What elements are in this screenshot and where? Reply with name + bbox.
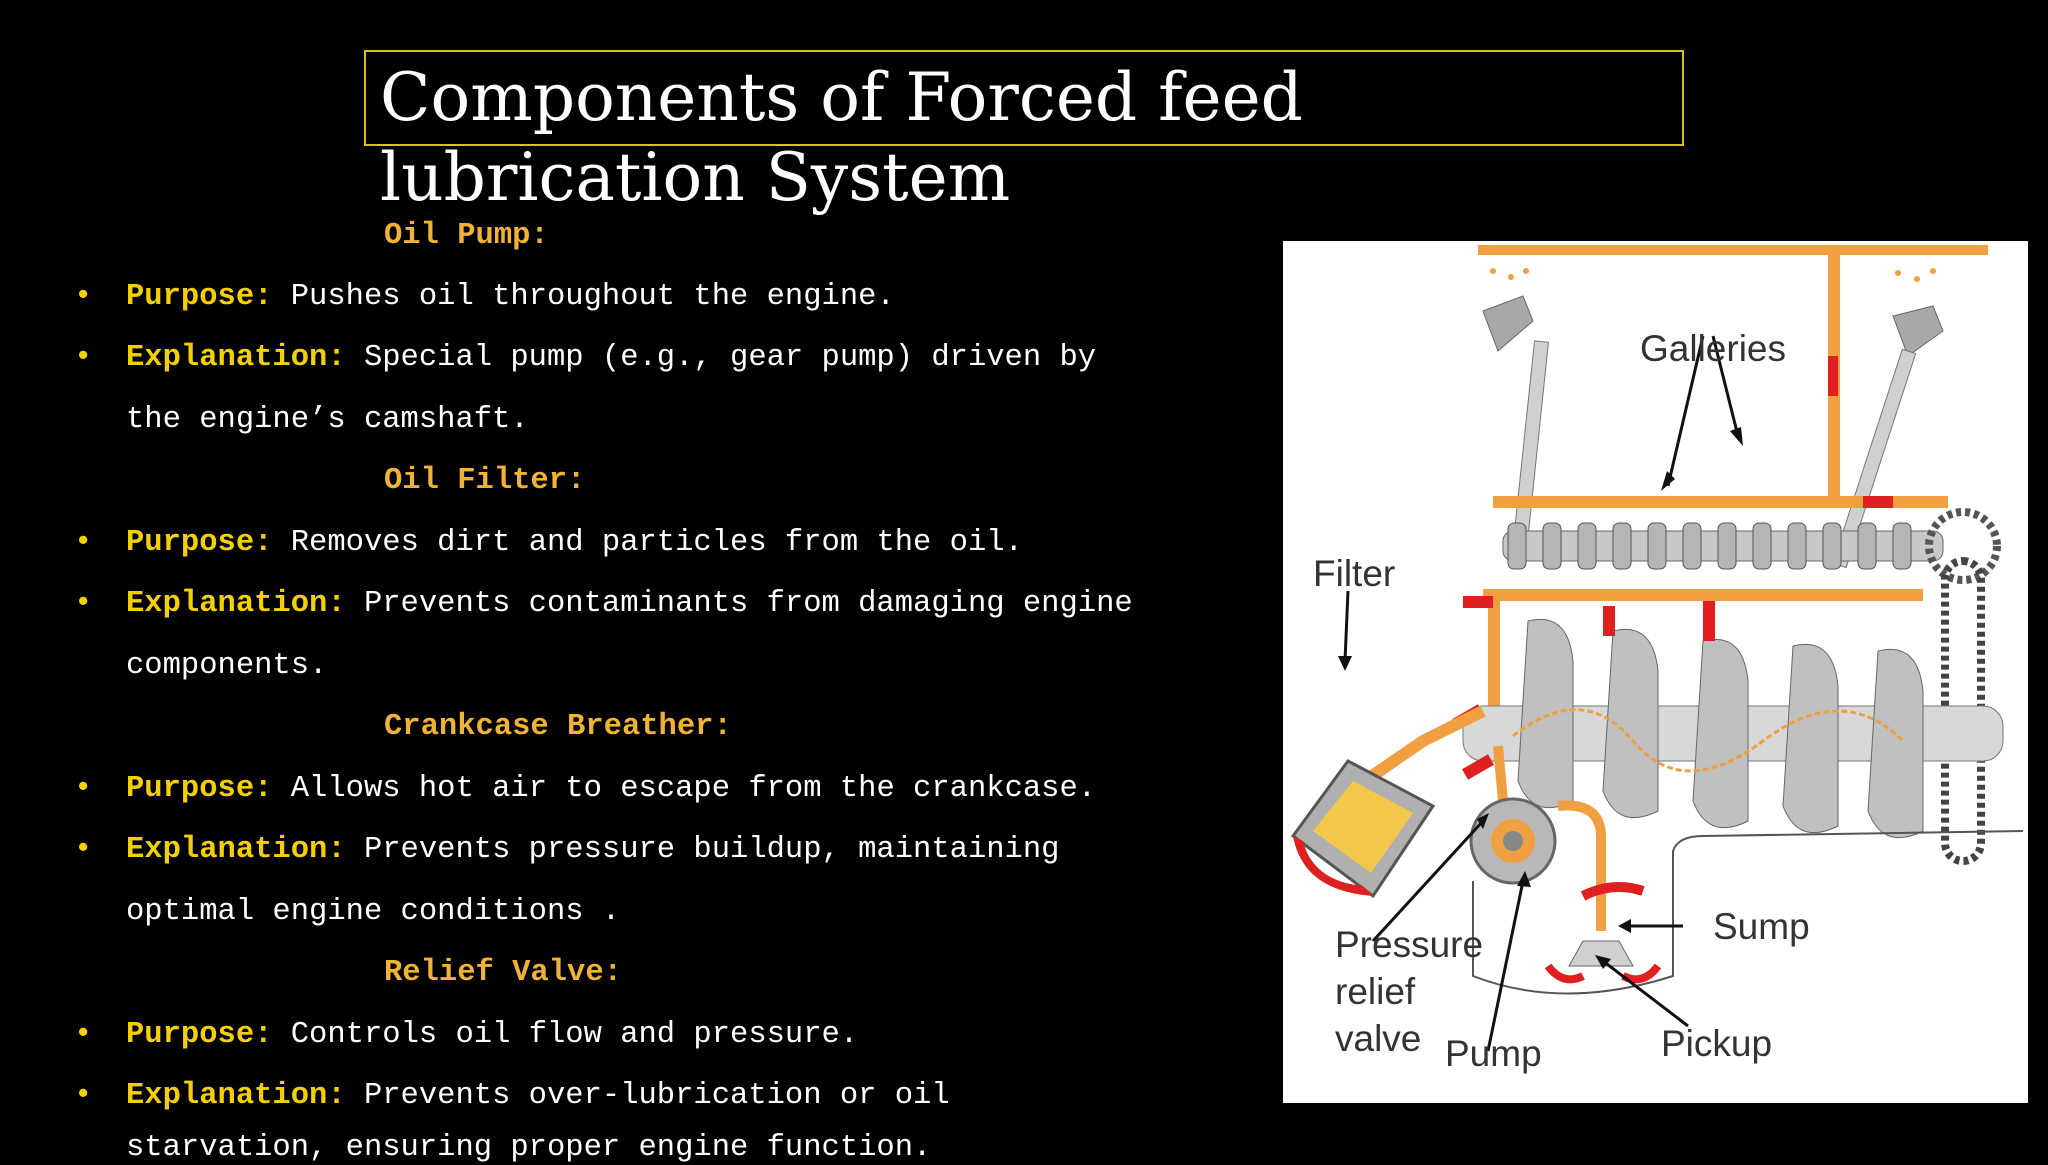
explanation-text: Prevents pressure buildup, maintaining <box>363 833 1060 867</box>
purpose-text: Removes dirt and particles from the oil. <box>290 526 1023 560</box>
bullet-dot: • <box>74 587 93 621</box>
bullet-explanation: • Explanation: Special pump (e.g., gear p… <box>74 341 1096 375</box>
label-valve: valve <box>1335 1018 1421 1059</box>
hot-oil-marker <box>1580 882 1645 901</box>
bullet-dot: • <box>74 772 93 806</box>
purpose-key: Purpose: <box>126 772 273 806</box>
hot-oil-marker <box>1863 496 1893 508</box>
purpose-text: Controls oil flow and pressure. <box>290 1018 859 1052</box>
label-pickup: Pickup <box>1661 1023 1772 1064</box>
rocker-arm-right <box>1892 305 1944 357</box>
explanation-continued: the engine’s camshaft. <box>126 403 529 437</box>
sump-outline <box>1472 830 2024 995</box>
bullet-purpose: • Purpose: Pushes oil throughout the engi… <box>74 280 895 314</box>
title-line-2: lubrication System <box>380 139 1011 216</box>
lubrication-system-diagram: Galleries Filter Sump Pressure relief va… <box>1283 241 2028 1103</box>
explanation-continued: components. <box>126 649 328 683</box>
bullet-explanation: • Explanation: Prevents over-lubrication … <box>74 1079 950 1113</box>
engine-illustration: Galleries Filter Sump Pressure relief va… <box>1290 245 2024 1074</box>
slide-title: Components of Forced feed lubrication Sy… <box>380 58 1380 218</box>
bullet-dot: • <box>74 833 93 867</box>
bullet-dot: • <box>74 1079 93 1113</box>
rocker-arm-left <box>1482 295 1534 352</box>
explanation-text: Prevents contaminants from damaging engi… <box>363 587 1133 621</box>
arrow-heads <box>1338 427 1743 969</box>
timing-gear <box>1925 508 2001 584</box>
hot-oil-marker <box>1828 356 1838 396</box>
label-filter: Filter <box>1313 553 1395 594</box>
purpose-text: Allows hot air to escape from the crankc… <box>290 772 1097 806</box>
purpose-text: Pushes oil throughout the engine. <box>290 280 895 314</box>
explanation-key: Explanation: <box>126 587 346 621</box>
label-pressure: Pressure <box>1335 924 1483 965</box>
title-line-1: Components of Forced feed <box>380 59 1303 136</box>
explanation-text: Special pump (e.g., gear pump) driven by <box>363 341 1097 375</box>
explanation-key: Explanation: <box>126 1079 346 1113</box>
label-relief: relief <box>1335 971 1416 1012</box>
bullet-purpose: • Purpose: Removes dirt and particles fro… <box>74 526 1023 560</box>
explanation-continued: optimal engine conditions . <box>126 895 621 929</box>
bullet-explanation: • Explanation: Prevents pressure buildup,… <box>74 833 1059 867</box>
label-galleries: Galleries <box>1640 328 1786 369</box>
oil-pickup <box>1568 940 1634 967</box>
bullet-dot: • <box>74 280 93 314</box>
label-sump: Sump <box>1713 906 1810 947</box>
purpose-key: Purpose: <box>126 526 273 560</box>
purpose-key: Purpose: <box>126 1018 273 1052</box>
camshaft <box>1502 522 1944 570</box>
explanation-text: Prevents over-lubrication or oil <box>363 1079 950 1113</box>
callout-arrows <box>1343 335 1740 1052</box>
bullet-explanation: • Explanation: Prevents contaminants from… <box>74 587 1133 621</box>
pickup-line <box>1557 800 1607 931</box>
section-heading-oil-pump: Oil Pump: <box>384 219 549 253</box>
crankshaft <box>1462 618 2004 839</box>
lower-oil-gallery <box>1483 589 1923 601</box>
slide-content: Oil Pump: • Purpose: Pushes oil throughou… <box>74 219 1133 1165</box>
title-frame <box>364 50 1684 146</box>
bullet-purpose: • Purpose: Allows hot air to escape from … <box>74 772 1096 806</box>
bullet-purpose: • Purpose: Controls oil flow and pressure… <box>74 1018 858 1052</box>
explanation-key: Explanation: <box>126 833 346 867</box>
middle-oil-gallery <box>1493 496 1948 508</box>
bullet-dot: • <box>74 526 93 560</box>
top-oil-rail <box>1478 245 1988 255</box>
bullet-dot: • <box>74 341 93 375</box>
purpose-key: Purpose: <box>126 280 273 314</box>
explanation-key: Explanation: <box>126 341 346 375</box>
label-pump: Pump <box>1445 1033 1542 1074</box>
section-heading-oil-filter: Oil Filter: <box>384 464 586 498</box>
section-heading-relief-valve: Relief Valve: <box>384 956 622 990</box>
oil-filter <box>1290 759 1436 899</box>
oil-pump <box>1469 797 1557 885</box>
explanation-continued: starvation, ensuring proper engine funct… <box>126 1131 932 1165</box>
bullet-dot: • <box>74 1018 93 1052</box>
section-heading-crankcase-breather: Crankcase Breather: <box>384 710 732 744</box>
oil-drips <box>1490 268 1936 282</box>
